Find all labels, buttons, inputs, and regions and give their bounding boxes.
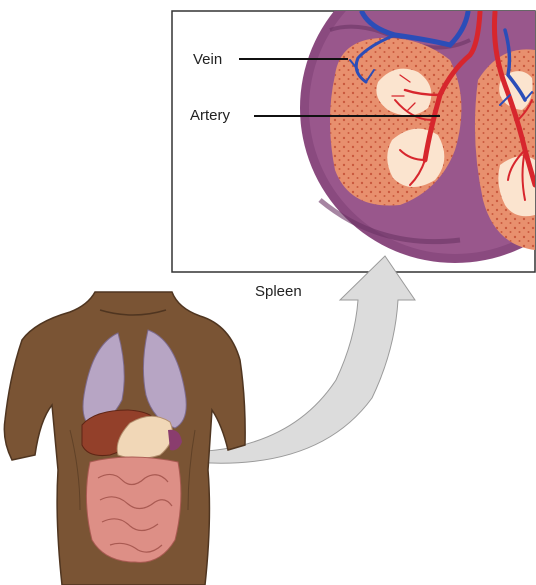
spleen-label: Spleen [255, 284, 302, 299]
artery-label: Artery [190, 108, 230, 123]
spleen-inset [172, 0, 536, 272]
human-torso [4, 292, 245, 585]
vein-label: Vein [193, 52, 222, 67]
